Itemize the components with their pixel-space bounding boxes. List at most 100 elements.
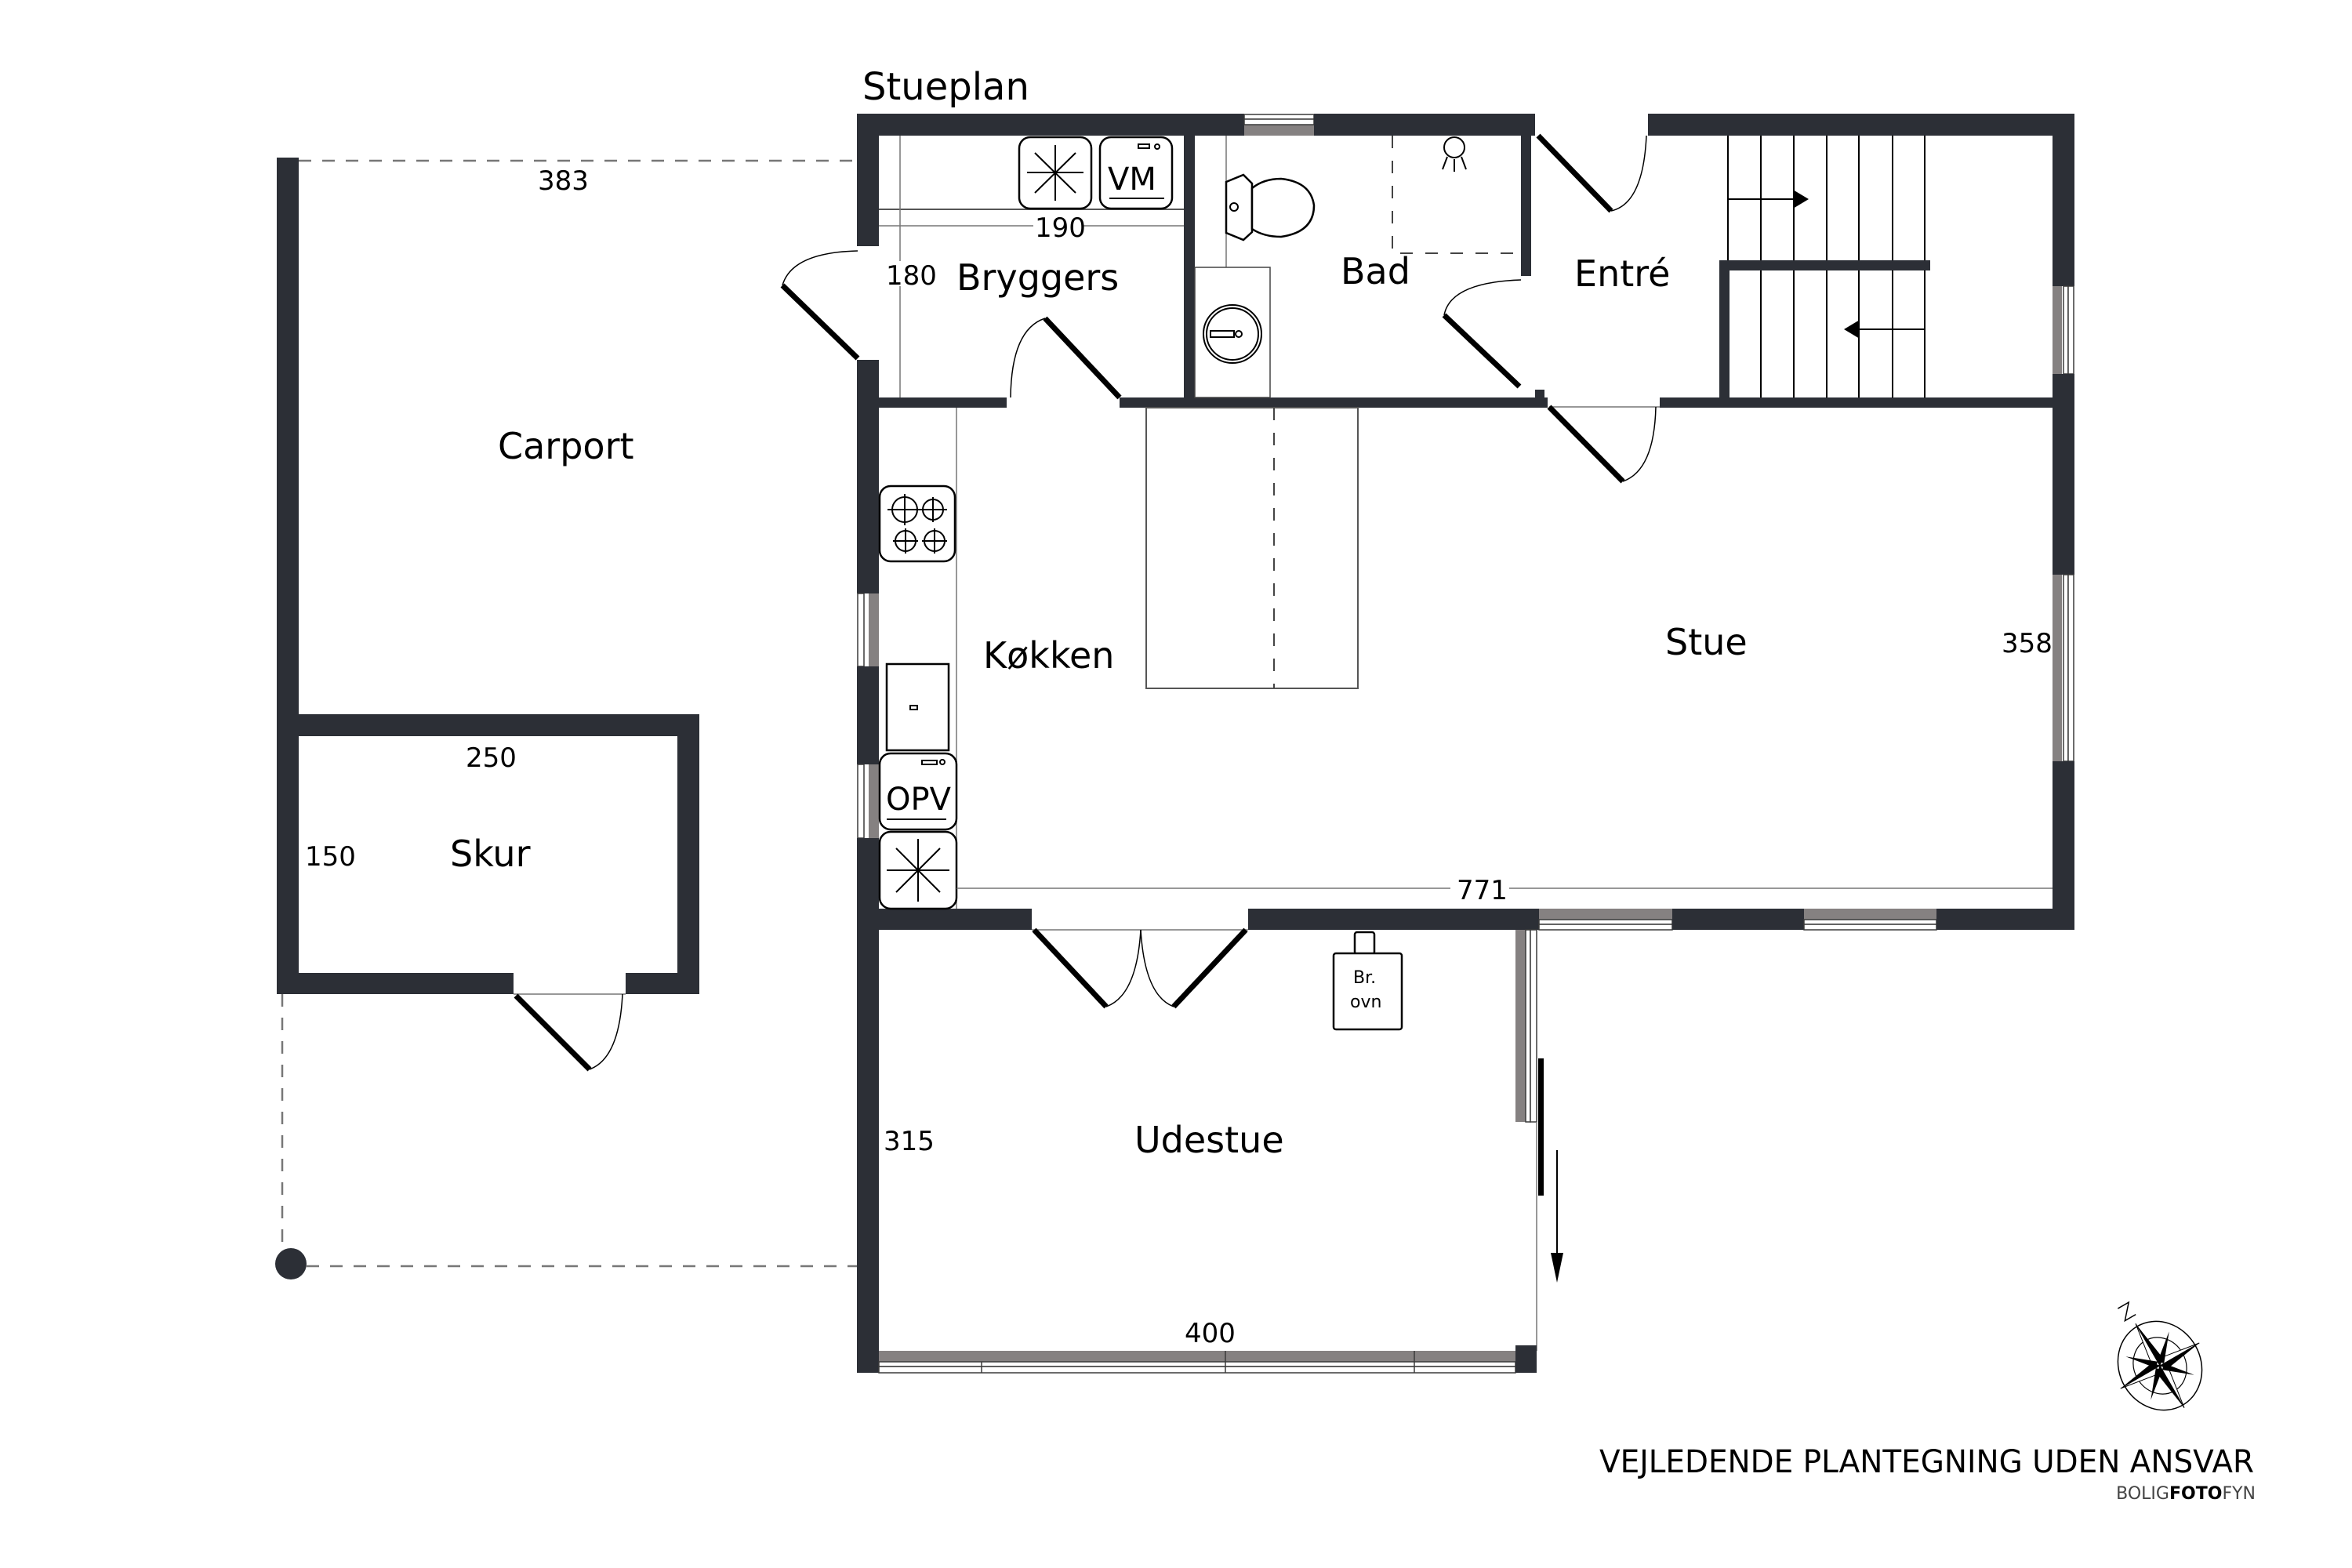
skur-door[interactable] bbox=[514, 993, 592, 1072]
udestue-double-door-left-swing bbox=[1105, 929, 1142, 1007]
stue-window-bottom-2 bbox=[1803, 909, 1937, 931]
bryggers: VM 190 180 Bryggers bbox=[780, 136, 1184, 400]
skur-door-swing bbox=[589, 993, 623, 1070]
sink-icon bbox=[1203, 304, 1262, 364]
top-wall-c bbox=[1648, 114, 2074, 136]
skur: 250 150 Skur bbox=[277, 714, 699, 1072]
left-wall-a bbox=[857, 114, 879, 246]
stue-bottom-wall-d bbox=[1936, 909, 2074, 930]
udestue-bottom-window bbox=[878, 1351, 1516, 1374]
bryggers-bad-divider bbox=[1184, 136, 1195, 408]
compass-rose-icon bbox=[2117, 1301, 2203, 1411]
washing-machine-icon: VM bbox=[1098, 136, 1174, 210]
stair-window bbox=[2053, 285, 2074, 375]
dim-udestue-depth: 315 bbox=[884, 1126, 935, 1157]
stue-bottom-wall-c bbox=[1672, 909, 1804, 930]
skur-right-wall bbox=[677, 714, 699, 994]
udestue: Br. ovn 315 Udestue 400 bbox=[878, 927, 1563, 1374]
udestue-double-door-right[interactable] bbox=[1171, 927, 1248, 1009]
freezer-icon bbox=[878, 830, 958, 910]
stue-bottom-wall-b bbox=[1248, 909, 1539, 930]
udestue-double-door-right-swing bbox=[1140, 929, 1174, 1007]
dim-udestue-width: 400 bbox=[1185, 1318, 1236, 1349]
hob-icon bbox=[878, 485, 956, 563]
room-label-stue: Stue bbox=[1665, 621, 1748, 663]
plan-title: Stueplan bbox=[862, 65, 1029, 109]
kitchen-window-1 bbox=[857, 593, 879, 667]
entre-stue-door-swing bbox=[1622, 406, 1657, 482]
stue-bottom-wall-a bbox=[857, 909, 1032, 930]
skur-bottom-wall-left bbox=[277, 973, 514, 994]
shower-area-dashed bbox=[1392, 136, 1517, 254]
room-label-kokken: Køkken bbox=[983, 634, 1114, 677]
right-wall-b bbox=[2053, 374, 2074, 575]
dim-label-bg-2 bbox=[884, 261, 931, 286]
entre: Entré bbox=[1536, 133, 1930, 397]
arrow-right-icon bbox=[1728, 190, 1809, 209]
bryggers-exterior-door[interactable] bbox=[780, 283, 860, 361]
kitchen-island bbox=[1145, 407, 1359, 689]
shower-icon bbox=[1442, 136, 1467, 172]
room-label-entre: Entré bbox=[1574, 252, 1670, 295]
right-wall-a bbox=[2053, 114, 2074, 286]
dim-bryggers-width: 190 bbox=[1035, 212, 1086, 244]
dim-carport-width: 383 bbox=[538, 165, 589, 197]
bad-door[interactable] bbox=[1442, 313, 1522, 389]
bad: Bad bbox=[1194, 136, 1522, 398]
dishwasher-label: OPV bbox=[886, 782, 952, 818]
dim-skur-width: 250 bbox=[466, 742, 517, 774]
stue-window-right bbox=[2053, 574, 2074, 762]
washing-machine-label: VM bbox=[1108, 162, 1156, 198]
left-wall-c bbox=[857, 666, 879, 764]
carport-post-dot bbox=[275, 1248, 307, 1279]
udestue-right-frame-white bbox=[1525, 929, 1531, 1123]
skur-left-wall bbox=[277, 714, 299, 994]
freezer-icon bbox=[1018, 136, 1093, 210]
entre-front-door[interactable] bbox=[1536, 133, 1613, 213]
wood-stove-icon: Br. ovn bbox=[1332, 931, 1403, 1031]
dim-label-bg bbox=[1033, 214, 1082, 238]
sink-unit-icon bbox=[885, 662, 950, 752]
bryggers-kitchen-door[interactable] bbox=[1043, 316, 1122, 400]
dim-stue-depth: 358 bbox=[2002, 628, 2053, 659]
entre-stue-door[interactable] bbox=[1547, 405, 1625, 484]
room-label-udestue: Udestue bbox=[1134, 1119, 1284, 1161]
bad-window bbox=[1243, 114, 1315, 136]
entre-front-door-swing bbox=[1610, 135, 1647, 212]
udestue-right-frame-gray bbox=[1515, 930, 1526, 1122]
udestue-corner-post bbox=[1515, 1345, 1537, 1373]
kokken: OPV Køkken bbox=[878, 407, 1359, 910]
staircase bbox=[1719, 136, 1930, 397]
disclaimer: VEJLEDENDE PLANTEGNING UDEN ANSVAR bbox=[1599, 1444, 2254, 1480]
dim-skur-depth: 150 bbox=[305, 841, 356, 873]
arrow-left-icon bbox=[1844, 320, 1925, 339]
kitchen-window-2 bbox=[857, 764, 879, 839]
stair-side-wall bbox=[1719, 260, 1730, 397]
stue-window-bottom-1 bbox=[1538, 909, 1673, 931]
brand-logo: BOLIGFOTOFYN bbox=[2116, 1484, 2256, 1504]
udestue-double-door-left[interactable] bbox=[1032, 927, 1109, 1009]
top-wall-a bbox=[857, 114, 1244, 136]
stair-middle-wall bbox=[1719, 260, 1930, 270]
bad-door-swing bbox=[1443, 279, 1522, 316]
room-label-skur: Skur bbox=[450, 833, 531, 875]
sliding-door-panel[interactable] bbox=[1538, 1058, 1544, 1196]
toilet-icon bbox=[1225, 173, 1316, 241]
bryggers-bottom-wall-left bbox=[879, 397, 1007, 408]
room-label-bad: Bad bbox=[1341, 250, 1410, 292]
interior-walls bbox=[879, 114, 2053, 408]
bad-door-stub bbox=[1535, 390, 1544, 399]
stove-label-line1: Br. bbox=[1353, 968, 1376, 988]
carport-left-wall bbox=[277, 158, 299, 716]
bryggers-kitchen-door-swing bbox=[1010, 318, 1046, 398]
right-wall-c bbox=[2053, 761, 2074, 930]
entre-stue-wall bbox=[1660, 397, 2053, 408]
skur-bottom-wall-right bbox=[626, 973, 699, 994]
main-house-walls bbox=[857, 114, 2074, 1373]
dim-bryggers-depth: 180 bbox=[886, 260, 937, 292]
dishwasher-icon: OPV bbox=[878, 752, 958, 831]
stove-label-line2: ovn bbox=[1350, 993, 1381, 1012]
udestue-right-frame-white-2 bbox=[1530, 929, 1537, 1123]
stue: Stue 358 771 bbox=[956, 621, 2053, 906]
